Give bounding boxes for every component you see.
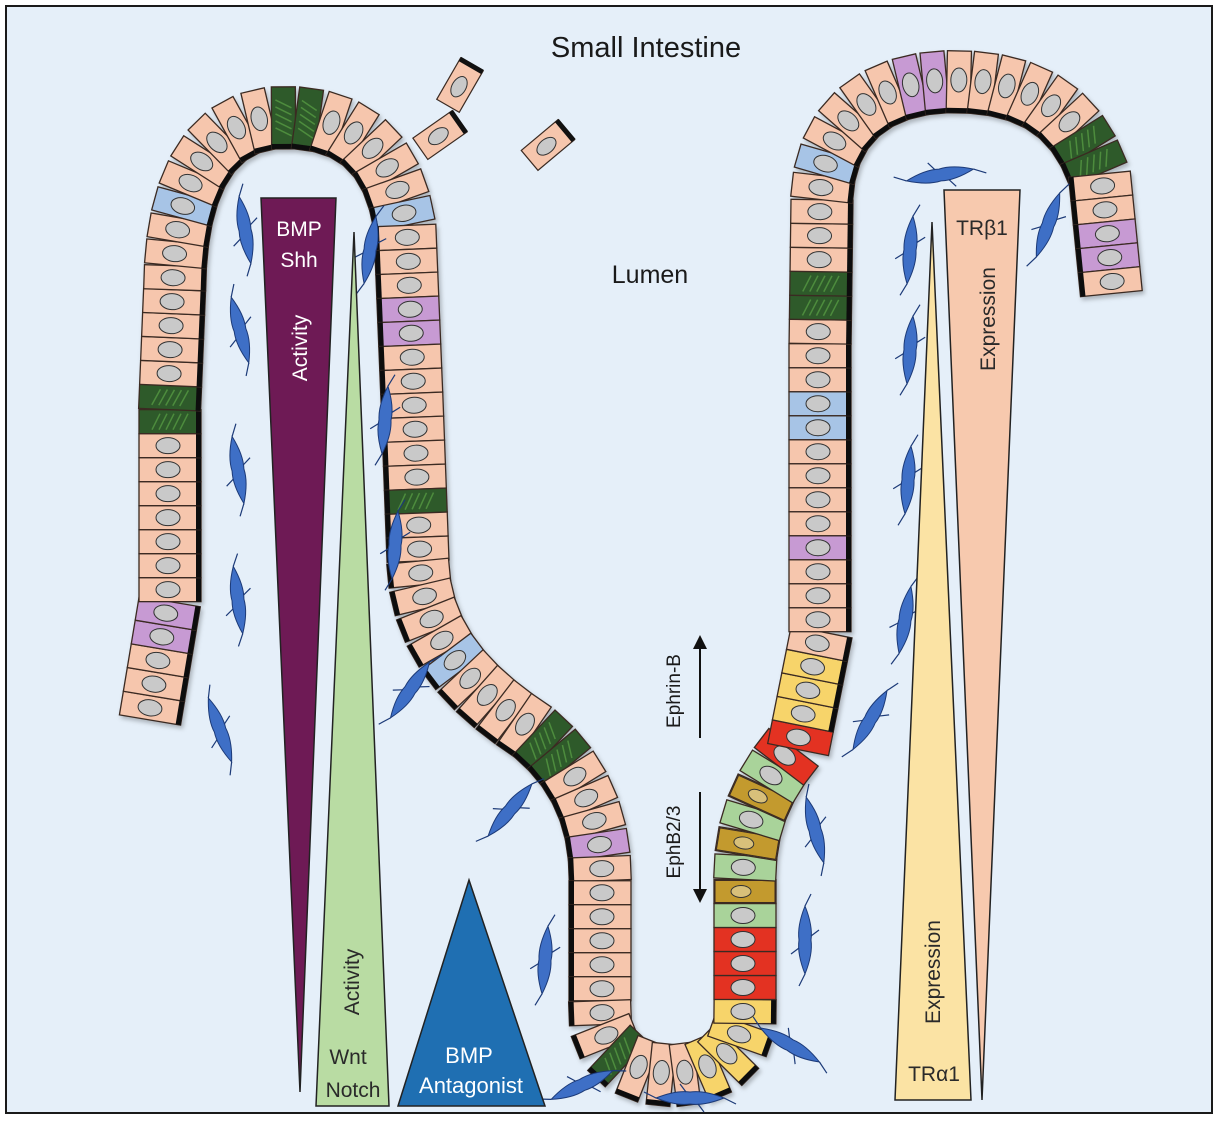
epithelial-cell-enterocyte: [139, 482, 201, 506]
wnt-notch-activity-label: Activity: [341, 948, 364, 1015]
bmp-antagonist-label-line2: Antagonist: [419, 1073, 523, 1098]
epithelial-cell-stem: [714, 927, 776, 951]
epithelial-cell-enterocyte: [789, 440, 851, 464]
epithelial-cell-transit: [714, 999, 776, 1024]
epithelial-cell-enterocyte: [383, 464, 446, 490]
epithelial-cell-enterocyte: [569, 977, 631, 1001]
epithelial-cell-enterocyte: [569, 953, 631, 977]
epithelial-cell-enterocyte: [790, 247, 852, 272]
trb1-label: TRβ1: [956, 217, 1008, 240]
epithelial-cell-enterocyte: [140, 360, 203, 387]
shh-label: Shh: [280, 249, 317, 272]
notch-label: Notch: [326, 1079, 381, 1102]
figure-title: Small Intestine: [551, 32, 741, 64]
epithelial-cell-base: [714, 879, 776, 903]
trb1-expression-label: Expression: [977, 267, 1000, 371]
epithelial-cell-tuft: [789, 392, 851, 416]
epithelial-cell-enterocyte: [376, 272, 439, 299]
epithelial-cell-enterocyte: [139, 578, 201, 602]
epithelial-cell-enteroendocrine: [139, 384, 202, 411]
bmp-antagonist-label-line1: BMP: [445, 1043, 493, 1068]
epithelial-cell-goblet: [377, 296, 440, 323]
tra1-expression-label: Expression: [922, 920, 945, 1024]
epithelial-cell-enterocyte: [379, 344, 442, 371]
epithelial-cell-enterocyte: [789, 344, 851, 368]
epithelial-cell-enterocyte: [789, 560, 851, 584]
tra1-label: TRα1: [908, 1063, 960, 1086]
epithelial-cell-enterocyte: [789, 584, 851, 608]
epithelial-cell-enterocyte: [569, 881, 631, 905]
epithelial-cell-enterocyte: [142, 312, 205, 339]
epithelial-cell-enteroendocrine: [139, 410, 201, 434]
epithelial-cell-enterocyte: [790, 223, 852, 248]
epithelial-cell-enterocyte: [789, 319, 851, 344]
epithelial-cell-stem: [714, 975, 776, 999]
wnt-label: Wnt: [329, 1046, 367, 1069]
epithelial-cell-goblet: [378, 320, 441, 347]
ephrin-b-label: Ephrin-B: [664, 654, 685, 728]
epithelial-cell-goblet: [920, 51, 950, 115]
epithelial-cell-enterocyte: [569, 905, 631, 929]
epithelial-cell-stem: [714, 951, 776, 975]
epithelial-cell-enterocyte: [139, 458, 201, 482]
bmp-label: BMP: [276, 218, 322, 241]
epithelial-cell-enterocyte: [383, 440, 446, 466]
epithelial-cell-enterocyte: [139, 554, 201, 578]
epithelial-cell-enterocyte: [139, 434, 201, 458]
bmp-shh-activity-label: Activity: [289, 314, 312, 381]
epithelial-cell-enterocyte: [374, 224, 437, 251]
epithelial-cell-enterocyte: [139, 506, 201, 530]
epithelial-cell-enterocyte: [144, 265, 207, 291]
epithelial-cell-enterocyte: [375, 248, 438, 275]
epithelial-cell-enterocyte: [789, 512, 851, 536]
epithelial-cell-enterocyte: [789, 464, 851, 488]
epithelial-cell-enterocyte: [789, 608, 851, 632]
epithelial-cell-enteroendocrine: [789, 295, 851, 320]
ephb-label: EphB2/3: [664, 806, 685, 879]
epithelial-cell-tuft: [789, 416, 851, 440]
epithelial-cell-enterocyte: [143, 288, 206, 315]
epithelial-cell-base: [714, 903, 776, 927]
epithelial-cell-enterocyte: [569, 929, 631, 953]
epithelial-cell-goblet: [789, 536, 851, 560]
epithelial-cell-enterocyte: [141, 336, 204, 363]
epithelial-cell-enterocyte: [791, 199, 853, 224]
epithelial-cell-enteroendocrine: [384, 488, 447, 514]
epithelial-cell-enterocyte: [789, 368, 851, 392]
epithelial-cell-enteroendocrine: [790, 271, 852, 296]
epithelial-cell-enterocyte: [139, 530, 201, 554]
epithelial-cell-enterocyte: [568, 855, 631, 882]
lumen-label: Lumen: [612, 261, 688, 289]
epithelial-cell-enterocyte: [789, 488, 851, 512]
